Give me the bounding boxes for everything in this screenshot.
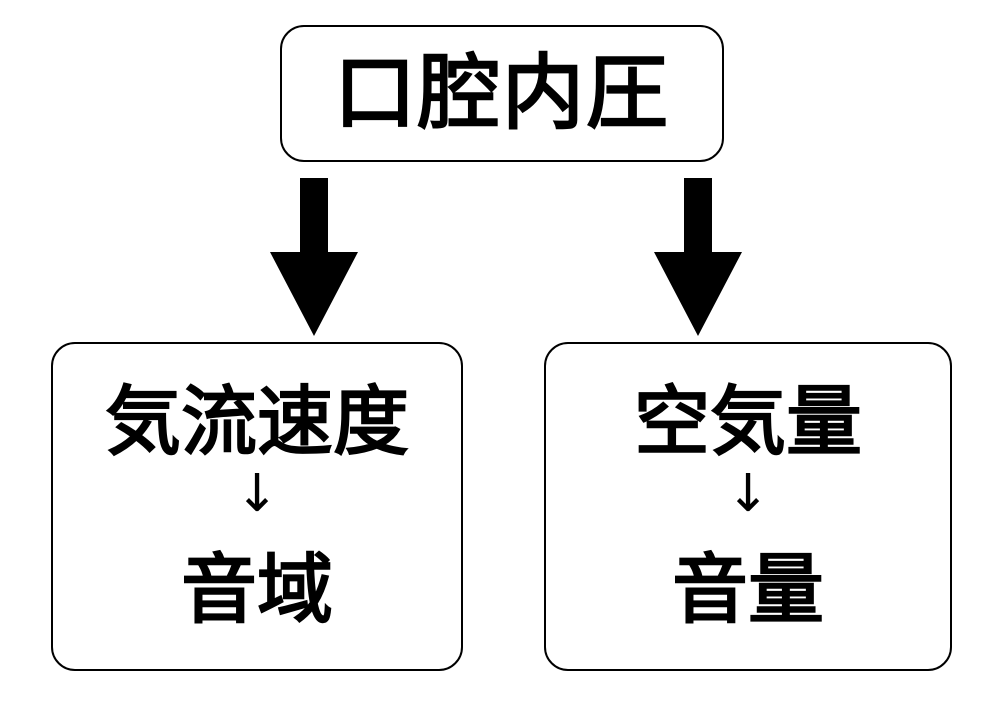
top-box-oral-pressure: 口腔内圧 [280,25,724,162]
right-box-arrow-icon: ↓ [726,464,770,524]
left-box-arrow-icon: ↓ [235,464,279,524]
top-box-label: 口腔内圧 [333,45,670,141]
right-box: 空気量 ↓ 音量 [544,342,952,671]
left-box: 気流速度 ↓ 音域 [51,342,463,671]
left-box-result-label: 音域 [181,545,333,634]
left-down-arrow-icon [270,178,358,336]
right-box-main-label: 空気量 [634,377,862,466]
left-box-main-label: 気流速度 [105,377,409,466]
right-down-arrow-icon [654,178,742,336]
right-box-result-label: 音量 [672,545,824,634]
